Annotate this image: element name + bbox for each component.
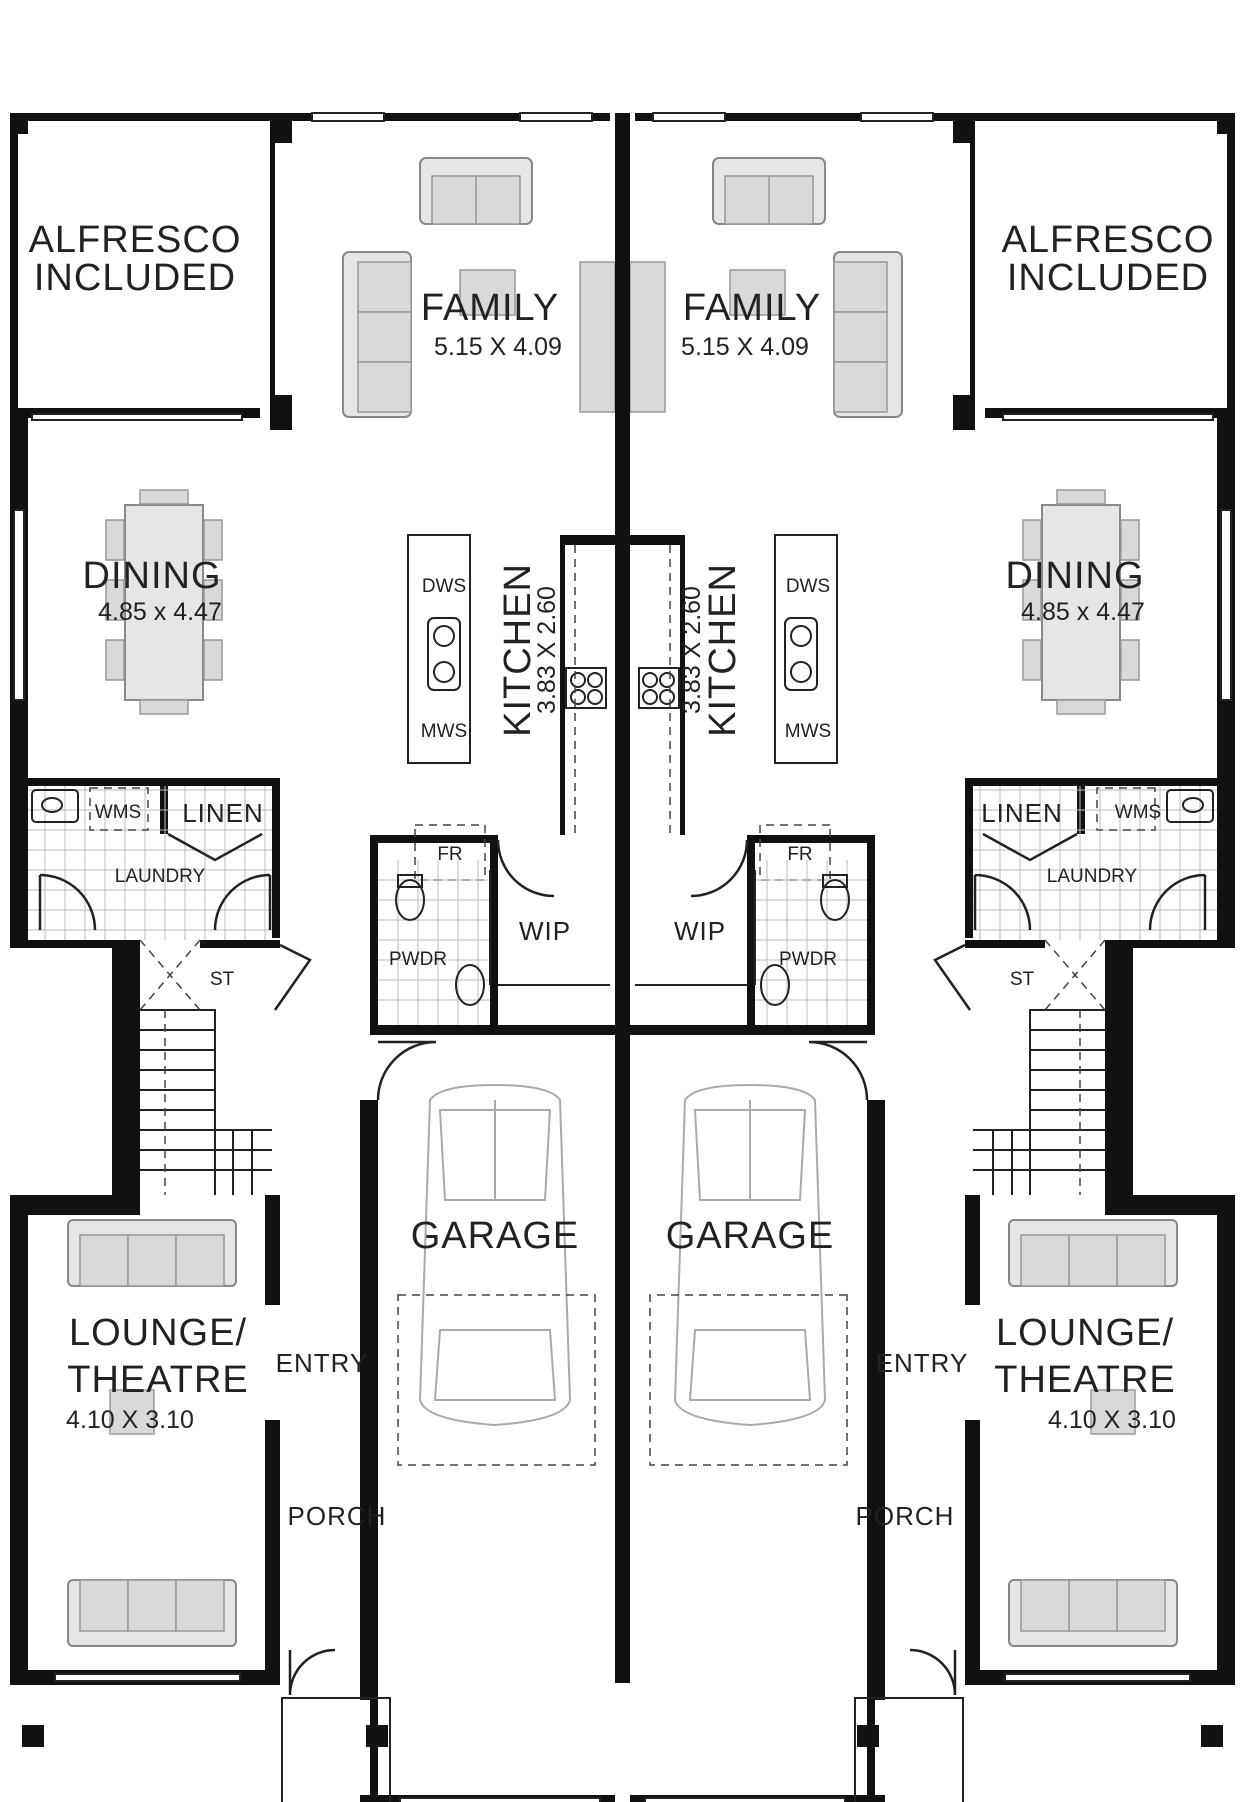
lounge-label-r2: THEATRE: [994, 1359, 1176, 1401]
kitchen-label: KITCHEN: [497, 563, 539, 737]
porch-label-r: PORCH: [856, 1501, 955, 1531]
lounge-dim-r: 4.10 X 3.10: [1048, 1406, 1176, 1434]
lounge-label-r1: LOUNGE/: [996, 1312, 1174, 1354]
alfresco-label-r2: INCLUDED: [1007, 257, 1209, 299]
kitchen-label-r: KITCHEN: [702, 563, 744, 737]
garage-label-r: GARAGE: [666, 1215, 835, 1257]
dining-dim: 4.85 x 4.47: [98, 598, 222, 626]
st-label-r: ST: [1010, 969, 1035, 990]
kitchen-dim-r: 3.83 X 2.60: [678, 586, 706, 714]
mws-label: MWS: [421, 721, 467, 742]
fr-label: FR: [437, 844, 462, 865]
dining-label-r: DINING: [1006, 555, 1145, 597]
pwdr-label: PWDR: [389, 949, 447, 970]
family-dim-r: 5.15 X 4.09: [681, 333, 809, 361]
dws-label: DWS: [422, 576, 466, 597]
linen-label: LINEN: [182, 798, 264, 828]
labels-right: ALFRESCO INCLUDED FAMILY 5.15 X 4.09 DIN…: [666, 219, 1215, 1531]
fr-label-r: FR: [787, 844, 812, 865]
family-dim: 5.15 X 4.09: [434, 333, 562, 361]
entry-label-r: ENTRY: [876, 1348, 969, 1378]
lounge-label-l1: LOUNGE/: [69, 1312, 247, 1354]
lounge-dim: 4.10 X 3.10: [66, 1406, 194, 1434]
st-label: ST: [210, 969, 235, 990]
unit-left: [10, 112, 623, 1802]
wip-label-r: WIP: [674, 916, 726, 946]
mws-label-r: MWS: [785, 721, 831, 742]
entry-label: ENTRY: [276, 1348, 369, 1378]
wms-label-r: WMS: [1115, 802, 1161, 823]
wip-label: WIP: [519, 916, 571, 946]
dining-label: DINING: [83, 555, 222, 597]
pwdr-label-r: PWDR: [779, 949, 837, 970]
alfresco-label-l1: ALFRESCO: [29, 219, 242, 261]
alfresco-label-l2: INCLUDED: [34, 257, 236, 299]
alfresco-label-r1: ALFRESCO: [1002, 219, 1215, 261]
linen-label-r: LINEN: [981, 798, 1063, 828]
lounge-label-l2: THEATRE: [67, 1359, 249, 1401]
laundry-label-r: LAUNDRY: [1047, 866, 1138, 887]
wms-label: WMS: [95, 802, 141, 823]
family-label: FAMILY: [421, 287, 559, 329]
family-label-r: FAMILY: [683, 287, 821, 329]
kitchen-dim: 3.83 X 2.60: [533, 586, 561, 714]
garage-label: GARAGE: [411, 1215, 580, 1257]
dws-label-r: DWS: [786, 576, 830, 597]
porch-label: PORCH: [288, 1501, 387, 1531]
laundry-label: LAUNDRY: [115, 866, 206, 887]
labels-left: ALFRESCO INCLUDED FAMILY 5.15 X 4.09 DIN…: [29, 219, 580, 1531]
dining-dim-r: 4.85 x 4.47: [1021, 598, 1145, 626]
